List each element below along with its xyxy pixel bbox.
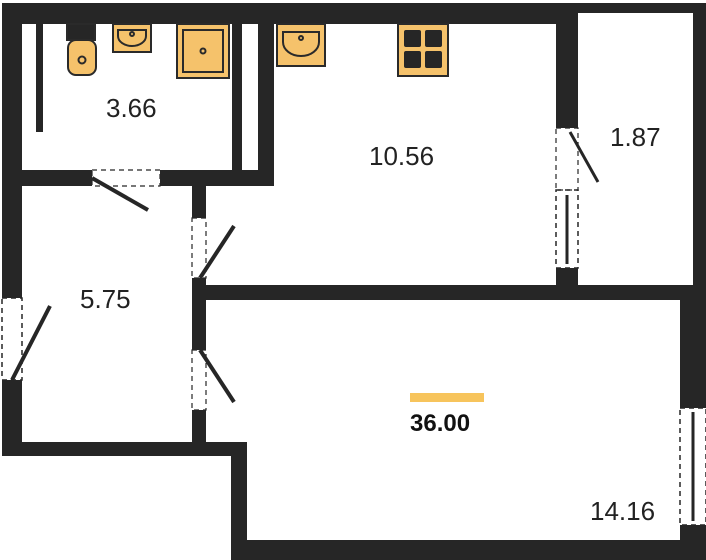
wall-bath-bottom-right (160, 170, 274, 186)
wall-bottom (231, 540, 706, 560)
wall-kitchen-left (258, 14, 274, 186)
wall-hall-right-bottom (192, 410, 206, 456)
total-area-label: 36.00 (410, 410, 471, 437)
windows (1, 189, 706, 526)
shower-icon (176, 23, 230, 79)
wall-kitchen-right-bottom (556, 268, 578, 300)
door-bath-leaf (91, 176, 149, 212)
stove-icon (397, 23, 449, 77)
door-balcony-leaf (568, 131, 600, 183)
walls (2, 3, 706, 560)
door-living-opening (191, 349, 207, 411)
balcony-area-label: 1.87 (610, 122, 661, 152)
kitchen-sink-icon (276, 23, 326, 67)
door-balcony-opening (555, 127, 579, 191)
sink-icon (112, 23, 152, 53)
living-room-area-label: 14.16 (590, 496, 656, 526)
door-kitchen-opening (191, 217, 207, 279)
wall-bath-right (232, 14, 242, 186)
wall-left-upper (2, 3, 22, 298)
kitchen-area-label: 10.56 (369, 141, 435, 171)
wall-living-left-lower (231, 442, 247, 560)
door-kitchen-leaf (198, 224, 236, 280)
door-living-leaf (198, 348, 236, 404)
wall-balcony-top (568, 3, 696, 13)
wall-bath-bottom (22, 170, 92, 186)
wall-top-left (2, 3, 578, 24)
toilet-icon (66, 23, 97, 76)
wall-right-lower-bottom (680, 525, 706, 560)
wall-hall-right-top (192, 186, 206, 218)
wall-kitchen-right-top (556, 3, 578, 128)
wall-bottom-left (2, 442, 247, 456)
wall-left-lower (2, 380, 22, 455)
wall-right-lower-top (680, 285, 706, 408)
window-living-right (679, 407, 706, 526)
total-area-bar (410, 393, 484, 402)
door-hall-left-leaf (10, 305, 52, 381)
door-bath-opening (91, 169, 161, 187)
hallway-area-label: 5.75 (80, 284, 131, 314)
wall-bath-divider (36, 14, 43, 132)
doors (10, 127, 600, 411)
wall-balcony-right (693, 3, 706, 293)
bathroom-area-label: 3.66 (106, 93, 157, 123)
wall-living-top (192, 285, 706, 300)
